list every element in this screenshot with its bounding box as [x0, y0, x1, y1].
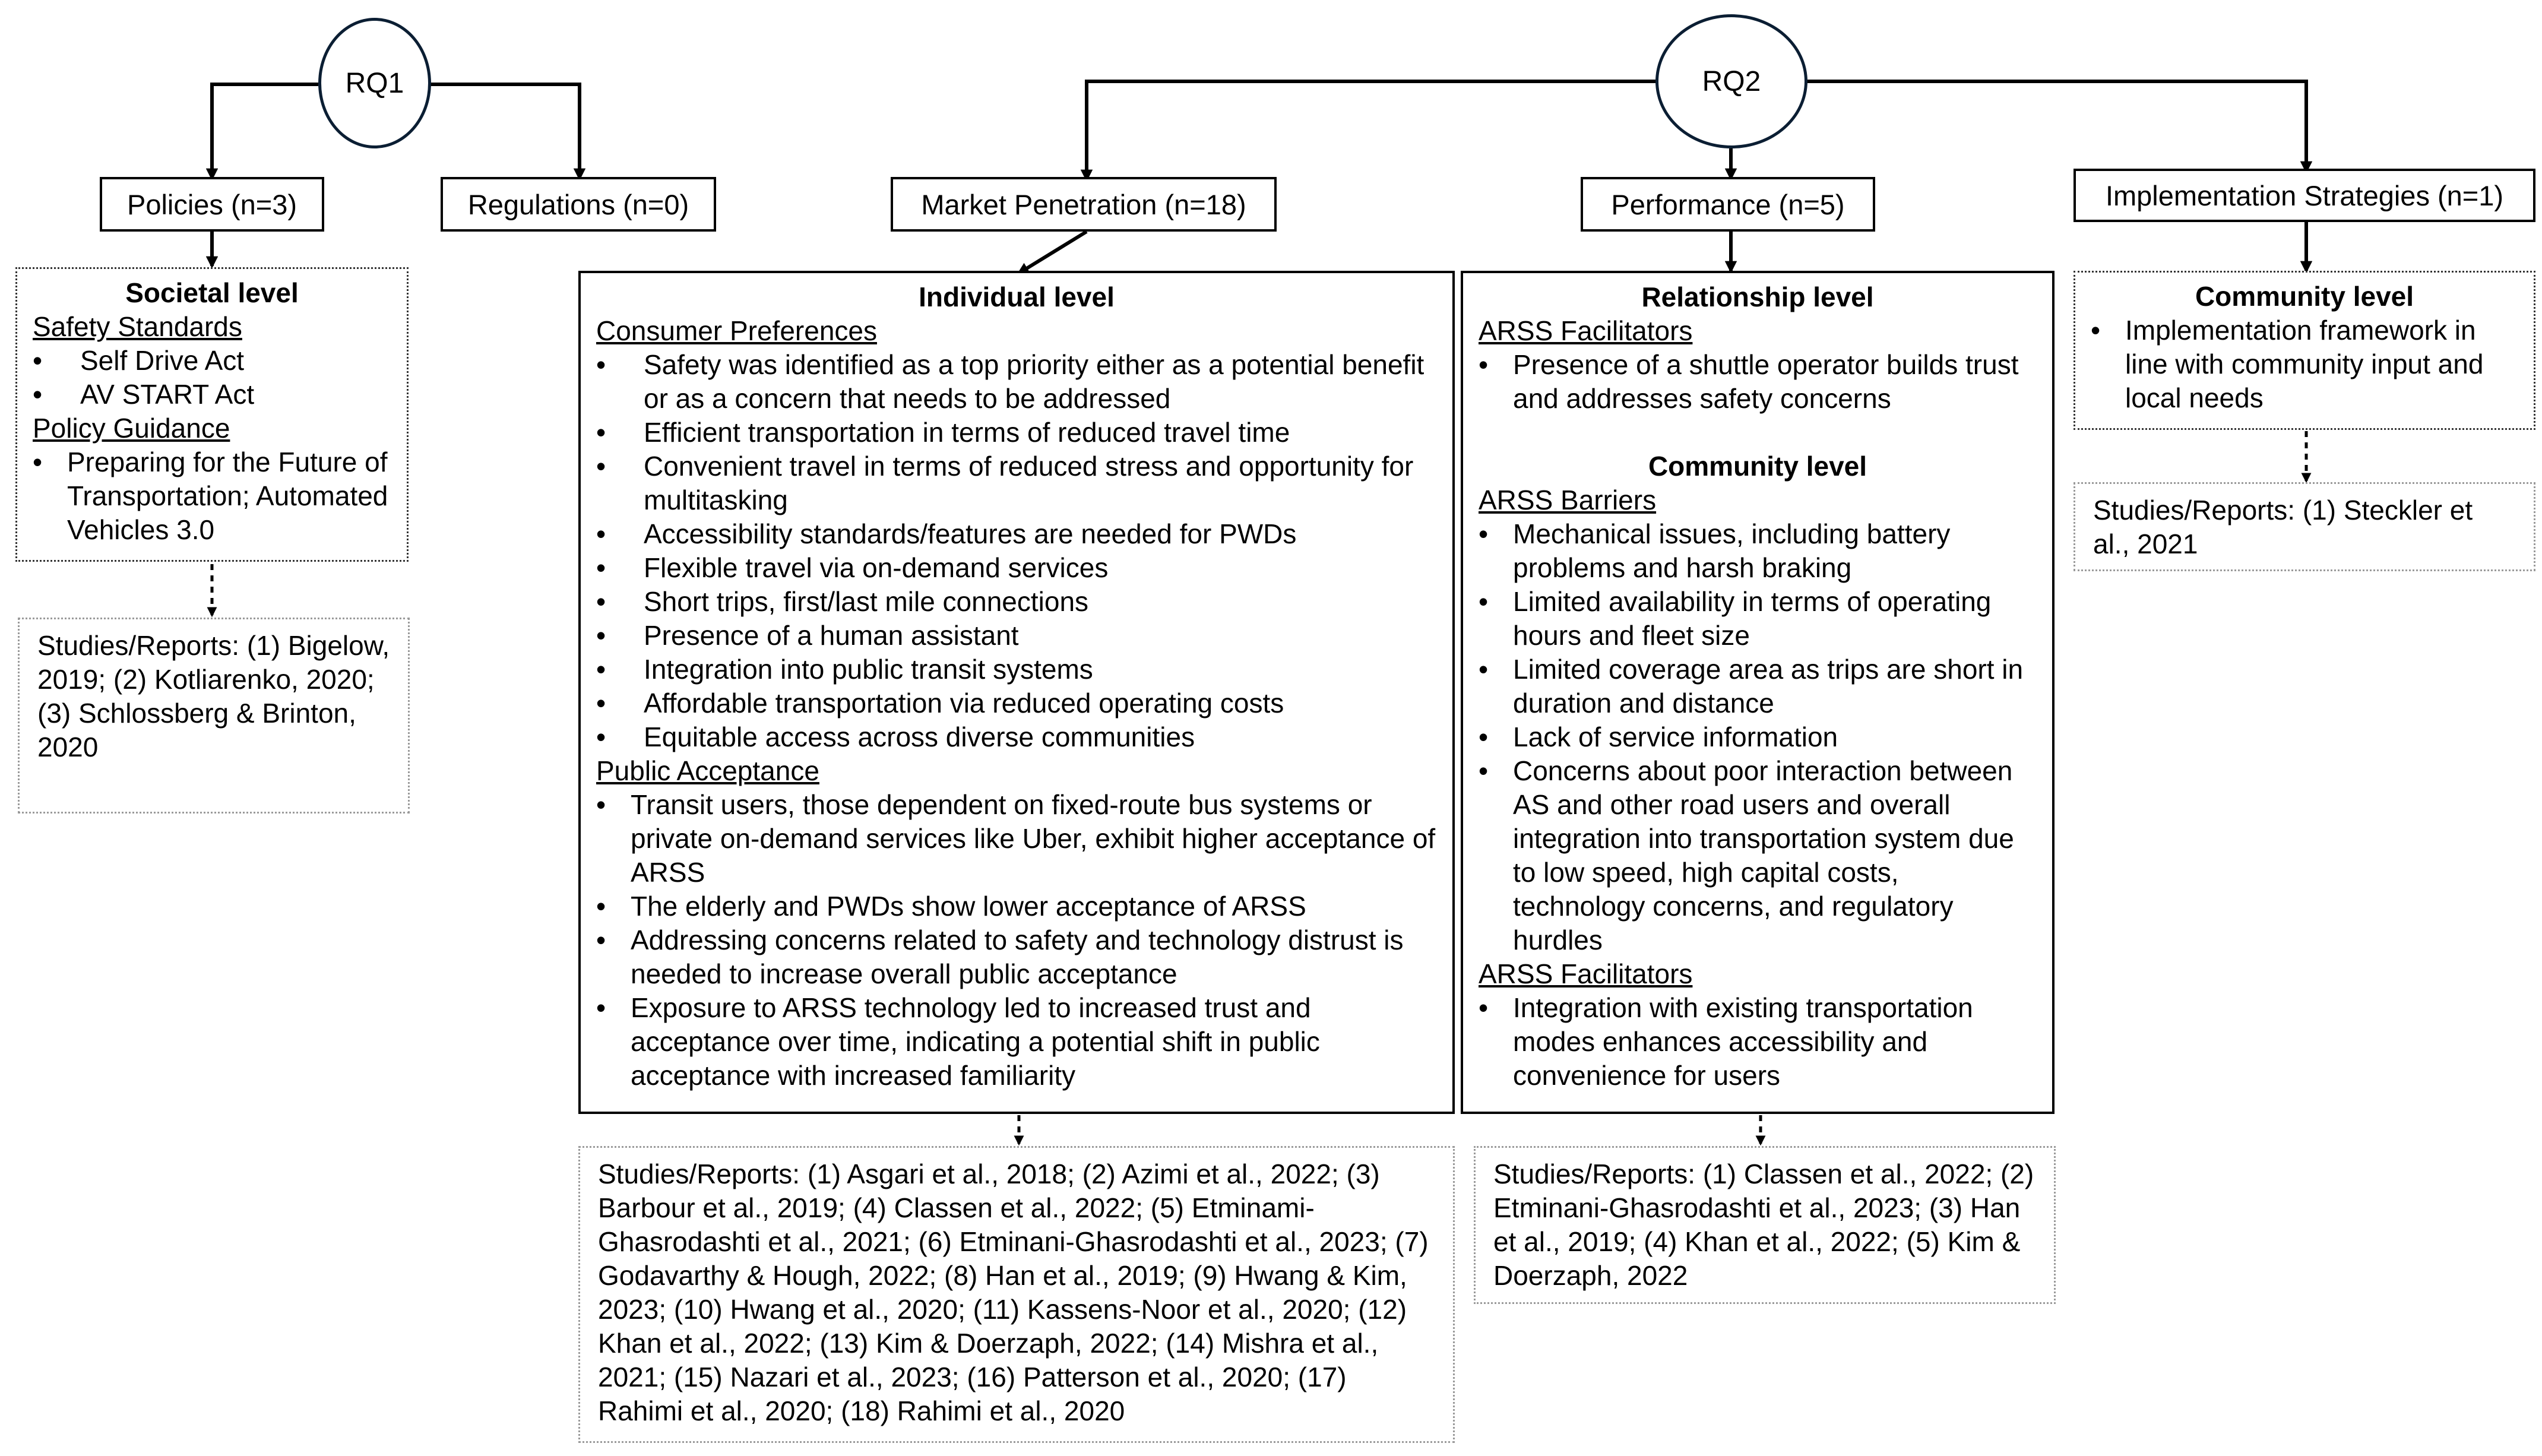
policy-guidance-list: Preparing for the Future of Transportati… [33, 445, 391, 547]
list-item: Exposure to ARSS technology led to incre… [596, 991, 1437, 1093]
list-item: Mechanical issues, including battery pro… [1479, 517, 2037, 585]
facilitators-list: Presence of a shuttle operator builds tr… [1479, 348, 2037, 416]
panel-title: Societal level [125, 277, 299, 308]
list-item: Integration into public transit systems [596, 653, 1437, 686]
list-item: Limited availability in terms of operati… [1479, 585, 2037, 653]
section-heading: ARSS Facilitators [1479, 958, 1693, 989]
rq1-to-policies-arrow [205, 83, 318, 181]
list-item: Integration with existing transportation… [1479, 991, 2037, 1093]
section-heading: Consumer Preferences [596, 315, 877, 346]
rq2-to-market-arrow [1080, 80, 1657, 182]
barriers-list: Mechanical issues, including battery pro… [1479, 517, 2037, 957]
section-heading: ARSS Facilitators [1479, 315, 1693, 346]
list-item: Preparing for the Future of Transportati… [33, 445, 391, 547]
list-item: Safety was identified as a top priority … [596, 348, 1437, 416]
section-heading: Safety Standards [33, 311, 242, 342]
list-item: Limited coverage area as trips are short… [1479, 653, 2037, 720]
list-item: Presence of a human assistant [596, 619, 1437, 653]
list-item: Addressing concerns related to safety an… [596, 923, 1437, 991]
relationship-level-panel: Relationship level ARSS Facilitators Pre… [1461, 271, 2055, 1114]
rq2-node: RQ2 [1655, 14, 1807, 148]
societal-level-panel: Societal level Safety Standards Self Dri… [15, 267, 409, 562]
individual-studies-box: Studies/Reports: (1) Asgari et al., 2018… [578, 1146, 1455, 1443]
list-item: Convenient travel in terms of reduced st… [596, 450, 1437, 517]
panel-subtitle: Community level [1648, 451, 1867, 482]
panel-title: Community level [2195, 281, 2414, 312]
list-item: The elderly and PWDs show lower acceptan… [596, 890, 1437, 923]
list-item: Efficient transportation in terms of red… [596, 416, 1437, 450]
section-heading: ARSS Barriers [1479, 485, 1657, 515]
rq1-node: RQ1 [318, 18, 431, 148]
section-heading: Policy Guidance [33, 413, 230, 444]
community-list: Implementation framework in line with co… [2091, 314, 2518, 415]
list-item: Transit users, those dependent on fixed-… [596, 788, 1437, 890]
community-studies-box: Studies/Reports: (1) Steckler et al., 20… [2074, 482, 2535, 571]
individual-level-panel: Individual level Consumer Preferences Sa… [578, 271, 1455, 1114]
relationship-studies-box: Studies/Reports: (1) Classen et al., 202… [1474, 1146, 2056, 1304]
societal-studies-box: Studies/Reports: (1) Bigelow, 2019; (2) … [18, 618, 410, 814]
list-item: Implementation framework in line with co… [2091, 314, 2518, 415]
list-item: Self Drive Act [33, 344, 391, 378]
panel-title: Individual level [919, 281, 1115, 312]
regulations-box: Regulations (n=0) [441, 177, 716, 232]
policies-box: Policies (n=3) [100, 177, 324, 232]
facilitators-list-2: Integration with existing transportation… [1479, 991, 2037, 1093]
consumer-preferences-list: Safety was identified as a top priority … [596, 348, 1437, 754]
rq1-to-regulations-arrow [430, 83, 586, 181]
section-heading: Public Acceptance [596, 755, 819, 786]
community-level-panel: Community level Implementation framework… [2074, 271, 2535, 430]
list-item: AV START Act [33, 378, 391, 412]
market-penetration-box: Market Penetration (n=18) [891, 177, 1277, 232]
panel-title: Relationship level [1641, 281, 1874, 312]
public-acceptance-list: Transit users, those dependent on fixed-… [596, 788, 1437, 1093]
implementation-strategies-box: Implementation Strategies (n=1) [2074, 169, 2535, 222]
safety-standards-list: Self Drive Act AV START Act [33, 344, 391, 412]
list-item: Accessibility standards/features are nee… [596, 517, 1437, 551]
list-item: Short trips, first/last mile connections [596, 585, 1437, 619]
market-to-individual-arrow [1017, 230, 1088, 275]
rq2-to-strategies-arrow [1805, 80, 2313, 174]
list-item: Presence of a shuttle operator builds tr… [1479, 348, 2037, 416]
list-item: Affordable transportation via reduced op… [596, 686, 1437, 720]
list-item: Concerns about poor interaction between … [1479, 754, 2037, 957]
list-item: Equitable access across diverse communit… [596, 720, 1437, 754]
list-item: Lack of service information [1479, 720, 2037, 754]
performance-box: Performance (n=5) [1581, 177, 1875, 232]
list-item: Flexible travel via on-demand services [596, 551, 1437, 585]
